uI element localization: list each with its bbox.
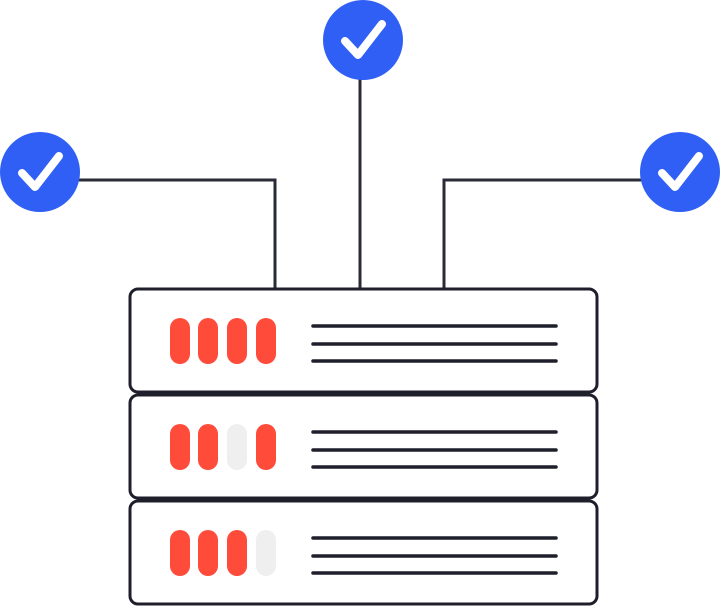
status-light-on: [198, 530, 218, 576]
status-light-on: [227, 530, 247, 576]
status-light-off: [227, 424, 247, 470]
status-light-off: [256, 530, 276, 576]
server-chassis: [128, 499, 599, 606]
server-unit: [128, 287, 599, 394]
status-light-on: [198, 424, 218, 470]
status-light-on: [198, 318, 218, 364]
checkmark: [341, 20, 386, 59]
checkmark: [18, 152, 63, 191]
connector-right: [442, 178, 644, 290]
checkmark: [658, 152, 703, 191]
status-light-on: [170, 318, 190, 364]
server-unit: [128, 499, 599, 606]
status-light-on: [256, 424, 276, 470]
check-circle-icon: [640, 132, 720, 212]
status-light-on: [256, 318, 276, 364]
badge-circle: [0, 132, 80, 212]
status-light-on: [227, 318, 247, 364]
server-chassis: [128, 393, 599, 500]
badge-circle: [323, 0, 403, 80]
check-circle-icon: [0, 132, 80, 212]
check-circle-icon: [323, 0, 403, 80]
status-light-on: [170, 424, 190, 470]
server-chassis: [128, 287, 599, 394]
status-light-on: [170, 530, 190, 576]
badge-circle: [640, 132, 720, 212]
server-unit: [128, 393, 599, 500]
connector-left: [76, 178, 277, 290]
